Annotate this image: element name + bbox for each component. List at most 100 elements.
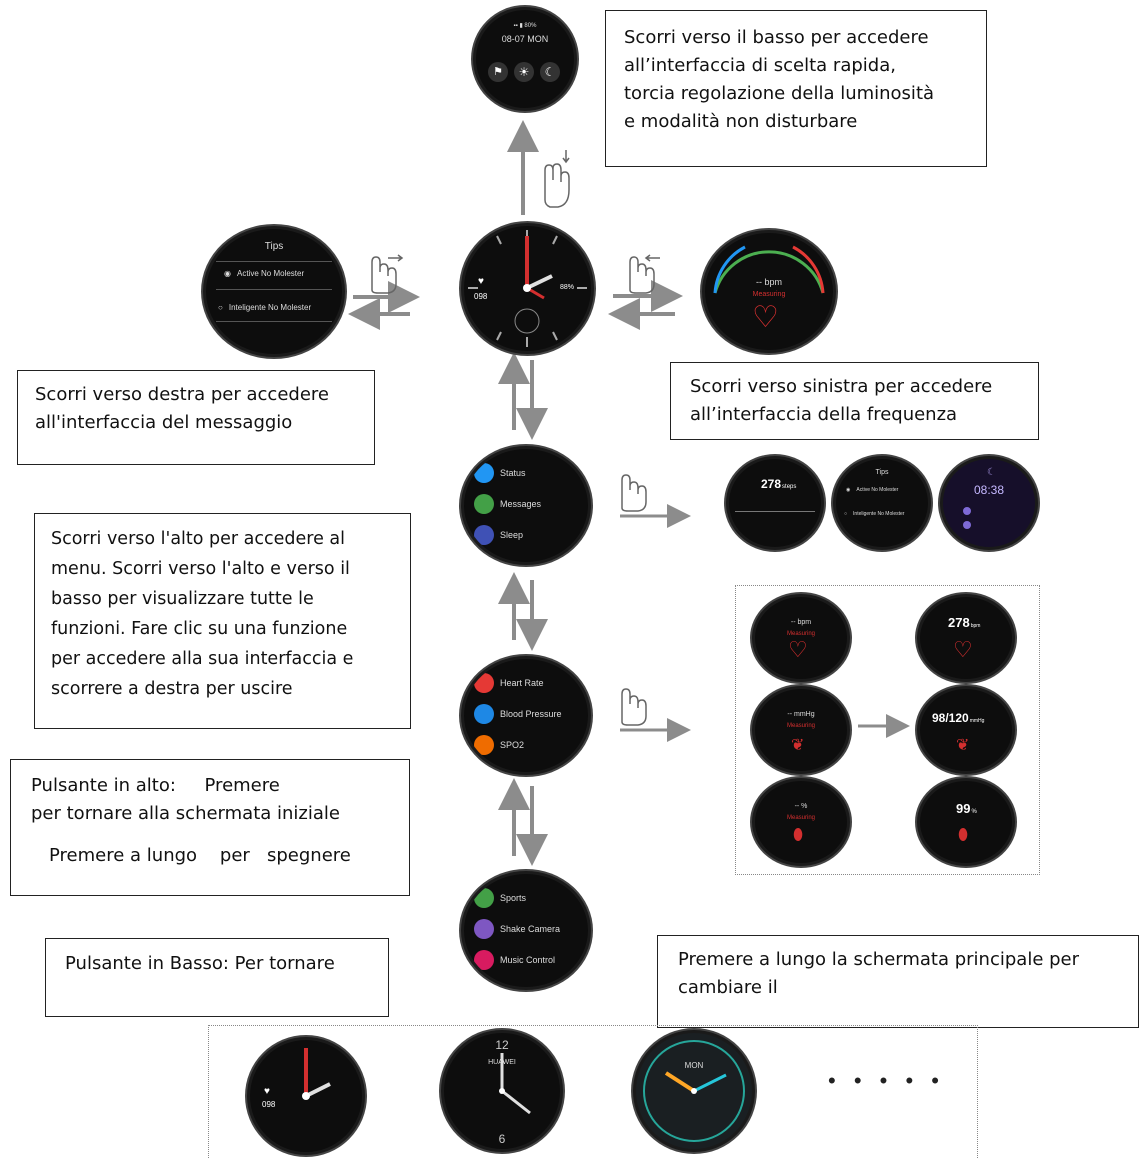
day-label: MON (684, 1061, 704, 1070)
watch-tips-small[interactable]: Tips ◉Active No Molester ○Inteligente No… (833, 456, 931, 550)
music-icon (474, 950, 494, 970)
status-bar: ▪▪ ▮ 80% (513, 23, 537, 29)
watchface-3[interactable]: MON (633, 1030, 755, 1152)
watch-tips[interactable]: Tips ◉Active No Molester ○Inteligente No… (203, 226, 345, 357)
steps-number: 278 (761, 477, 782, 491)
watch-main-face[interactable]: ♥ 098 88% (461, 223, 594, 354)
note-line: scorrere a destra per uscire (51, 679, 293, 699)
sports-icon (474, 888, 494, 908)
menu-label: Sleep (500, 530, 524, 540)
hr-result-number: 278 (948, 615, 970, 630)
date-label: 08-07 MON (501, 34, 549, 44)
spo2-measuring-value: -- % (794, 803, 808, 810)
status-icon (474, 463, 494, 483)
camera-icon (474, 919, 494, 939)
menu-label: Shake Camera (500, 924, 561, 934)
watch-menu-2[interactable]: Heart Rate Blood Pressure SPO2 (461, 656, 591, 775)
hand-tap-icon-1 (621, 474, 647, 512)
tips-option-1[interactable]: ◉ Active No Molester (224, 269, 304, 278)
measure-screens-frame (735, 585, 1040, 875)
note-long-press: Premere a lungo la schermata principale … (657, 935, 1139, 1028)
radio-unchecked-icon: ○ (218, 303, 223, 312)
note-line: all’interfaccia di scelta rapida, (624, 55, 896, 76)
note-menu: Scorri verso l'alto per accedere al menu… (34, 513, 411, 729)
watch-heart-rate[interactable]: -- bpm Measuring ♡ (702, 230, 836, 353)
brightness-icon[interactable]: ☀ (514, 62, 534, 82)
tips-option-2[interactable]: ○Inteligente No Molester (844, 511, 904, 517)
steps-unit: steps (782, 484, 797, 490)
menu-label: Blood Pressure (500, 709, 562, 719)
hr-result-unit: bpm (970, 623, 981, 629)
messages-icon (474, 494, 494, 514)
bp-measuring-value: -- mmHg (787, 711, 815, 718)
note-line: Pulsante in alto: Premere (31, 775, 280, 796)
radio-checked-icon: ◉ (224, 269, 231, 278)
note-line: Premere a lungo per spegnere (49, 845, 351, 866)
bp-result-number: 98/120 (932, 711, 969, 725)
spo2-result-number: 99 (956, 801, 971, 816)
tips-option-1[interactable]: ◉Active No Molester (846, 487, 898, 493)
hand-swipe-down-icon (544, 150, 570, 208)
menu-label: Status (500, 468, 526, 478)
heart-outline-icon: ♡ (788, 637, 808, 662)
spo2-measuring-label: Measuring (786, 815, 815, 821)
blood-drops-icon: ❦ (956, 737, 970, 754)
menu-item-heart-rate[interactable]: Heart Rate (474, 673, 544, 693)
bp-result-unit: mmHg (969, 718, 985, 724)
watch-bp-measuring[interactable]: -- mmHg Measuring ❦ (752, 686, 850, 774)
bp-measuring-label: Measuring (786, 723, 815, 729)
watchface-2[interactable]: 12 6 HUAWEI (441, 1030, 563, 1152)
watch-bp-result[interactable]: 98/120mmHg ❦ (917, 686, 1015, 774)
watch-sleep[interactable]: ☾ 08:38 (940, 456, 1038, 550)
hr-measuring-value: -- bpm (790, 619, 812, 626)
tips-title: Tips (875, 469, 889, 476)
watch-spo2-measuring[interactable]: -- % Measuring ⬮ (752, 778, 850, 866)
brand-label: HUAWEI (488, 1059, 516, 1066)
spo2-result: 99% (956, 801, 977, 816)
hand-swipe-right-icon (371, 254, 404, 294)
menu-item-messages[interactable]: Messages (474, 494, 541, 514)
menu-item-blood-pressure[interactable]: Blood Pressure (474, 704, 562, 724)
note-line: e modalità non disturbare (624, 111, 858, 132)
heart-value: -- bpm (755, 277, 782, 287)
watch-hr-measuring[interactable]: -- bpm Measuring ♡ (752, 594, 850, 682)
steps-value: 278steps (761, 477, 796, 491)
watch-menu-3[interactable]: Sports Shake Camera Music Control (461, 871, 591, 990)
moon-icon: ☾ (987, 467, 996, 478)
note-line: cambiare il (678, 977, 778, 998)
note-line: all’interfaccia della frequenza (690, 404, 958, 425)
drop-icon: ⬮ (958, 827, 969, 844)
watch-hr-result[interactable]: 278bpm ♡ (917, 594, 1015, 682)
menu-item-sports[interactable]: Sports (474, 888, 526, 908)
menu-item-sleep[interactable]: Sleep (474, 525, 523, 545)
option-label: Inteligente No Molester (853, 511, 905, 517)
bpm-value: 098 (262, 1100, 276, 1109)
heart-measuring: Measuring (752, 291, 786, 298)
menu-item-shake-camera[interactable]: Shake Camera (474, 919, 560, 939)
moon-icon[interactable]: ☾ (540, 62, 560, 82)
menu-item-status[interactable]: Status (474, 463, 526, 483)
note-line: per accedere alla sua interfaccia e (51, 649, 354, 669)
sleep-time: 08:38 (973, 483, 1005, 497)
note-bottom-button: Pulsante in Basso: Per tornare (45, 938, 389, 1017)
menu-label: Heart Rate (500, 678, 544, 688)
menu-label: Messages (500, 499, 542, 509)
watchface-1[interactable]: ♥ 098 (247, 1037, 365, 1155)
note-line: Scorri verso destra per accedere (35, 384, 329, 405)
note-line: all'interfaccia del messaggio (35, 412, 293, 433)
note-line: funzioni. Fare clic su una funzione (51, 619, 348, 639)
menu-item-spo2[interactable]: SPO2 (474, 735, 524, 755)
flashlight-icon[interactable]: ⚑ (488, 62, 508, 82)
watch-spo2-result[interactable]: 99% ⬮ (917, 778, 1015, 866)
menu-item-music-control[interactable]: Music Control (474, 950, 555, 970)
watch-quick-settings[interactable]: ▪▪ ▮ 80% 08-07 MON ⚑ ☀ ☾ (473, 7, 577, 111)
hr-measuring-label: Measuring (786, 631, 815, 637)
note-line: basso per visualizzare tutte le (51, 589, 314, 609)
note-line: torcia regolazione della luminosità (624, 83, 935, 104)
tips-option-2[interactable]: ○Inteligente No Molester (218, 303, 311, 312)
option-label: Active No Molester (236, 269, 305, 278)
watch-menu-1[interactable]: Status Messages Sleep (461, 446, 591, 565)
watch-status[interactable]: 278steps (726, 456, 824, 550)
blood-pressure-icon (474, 704, 494, 724)
